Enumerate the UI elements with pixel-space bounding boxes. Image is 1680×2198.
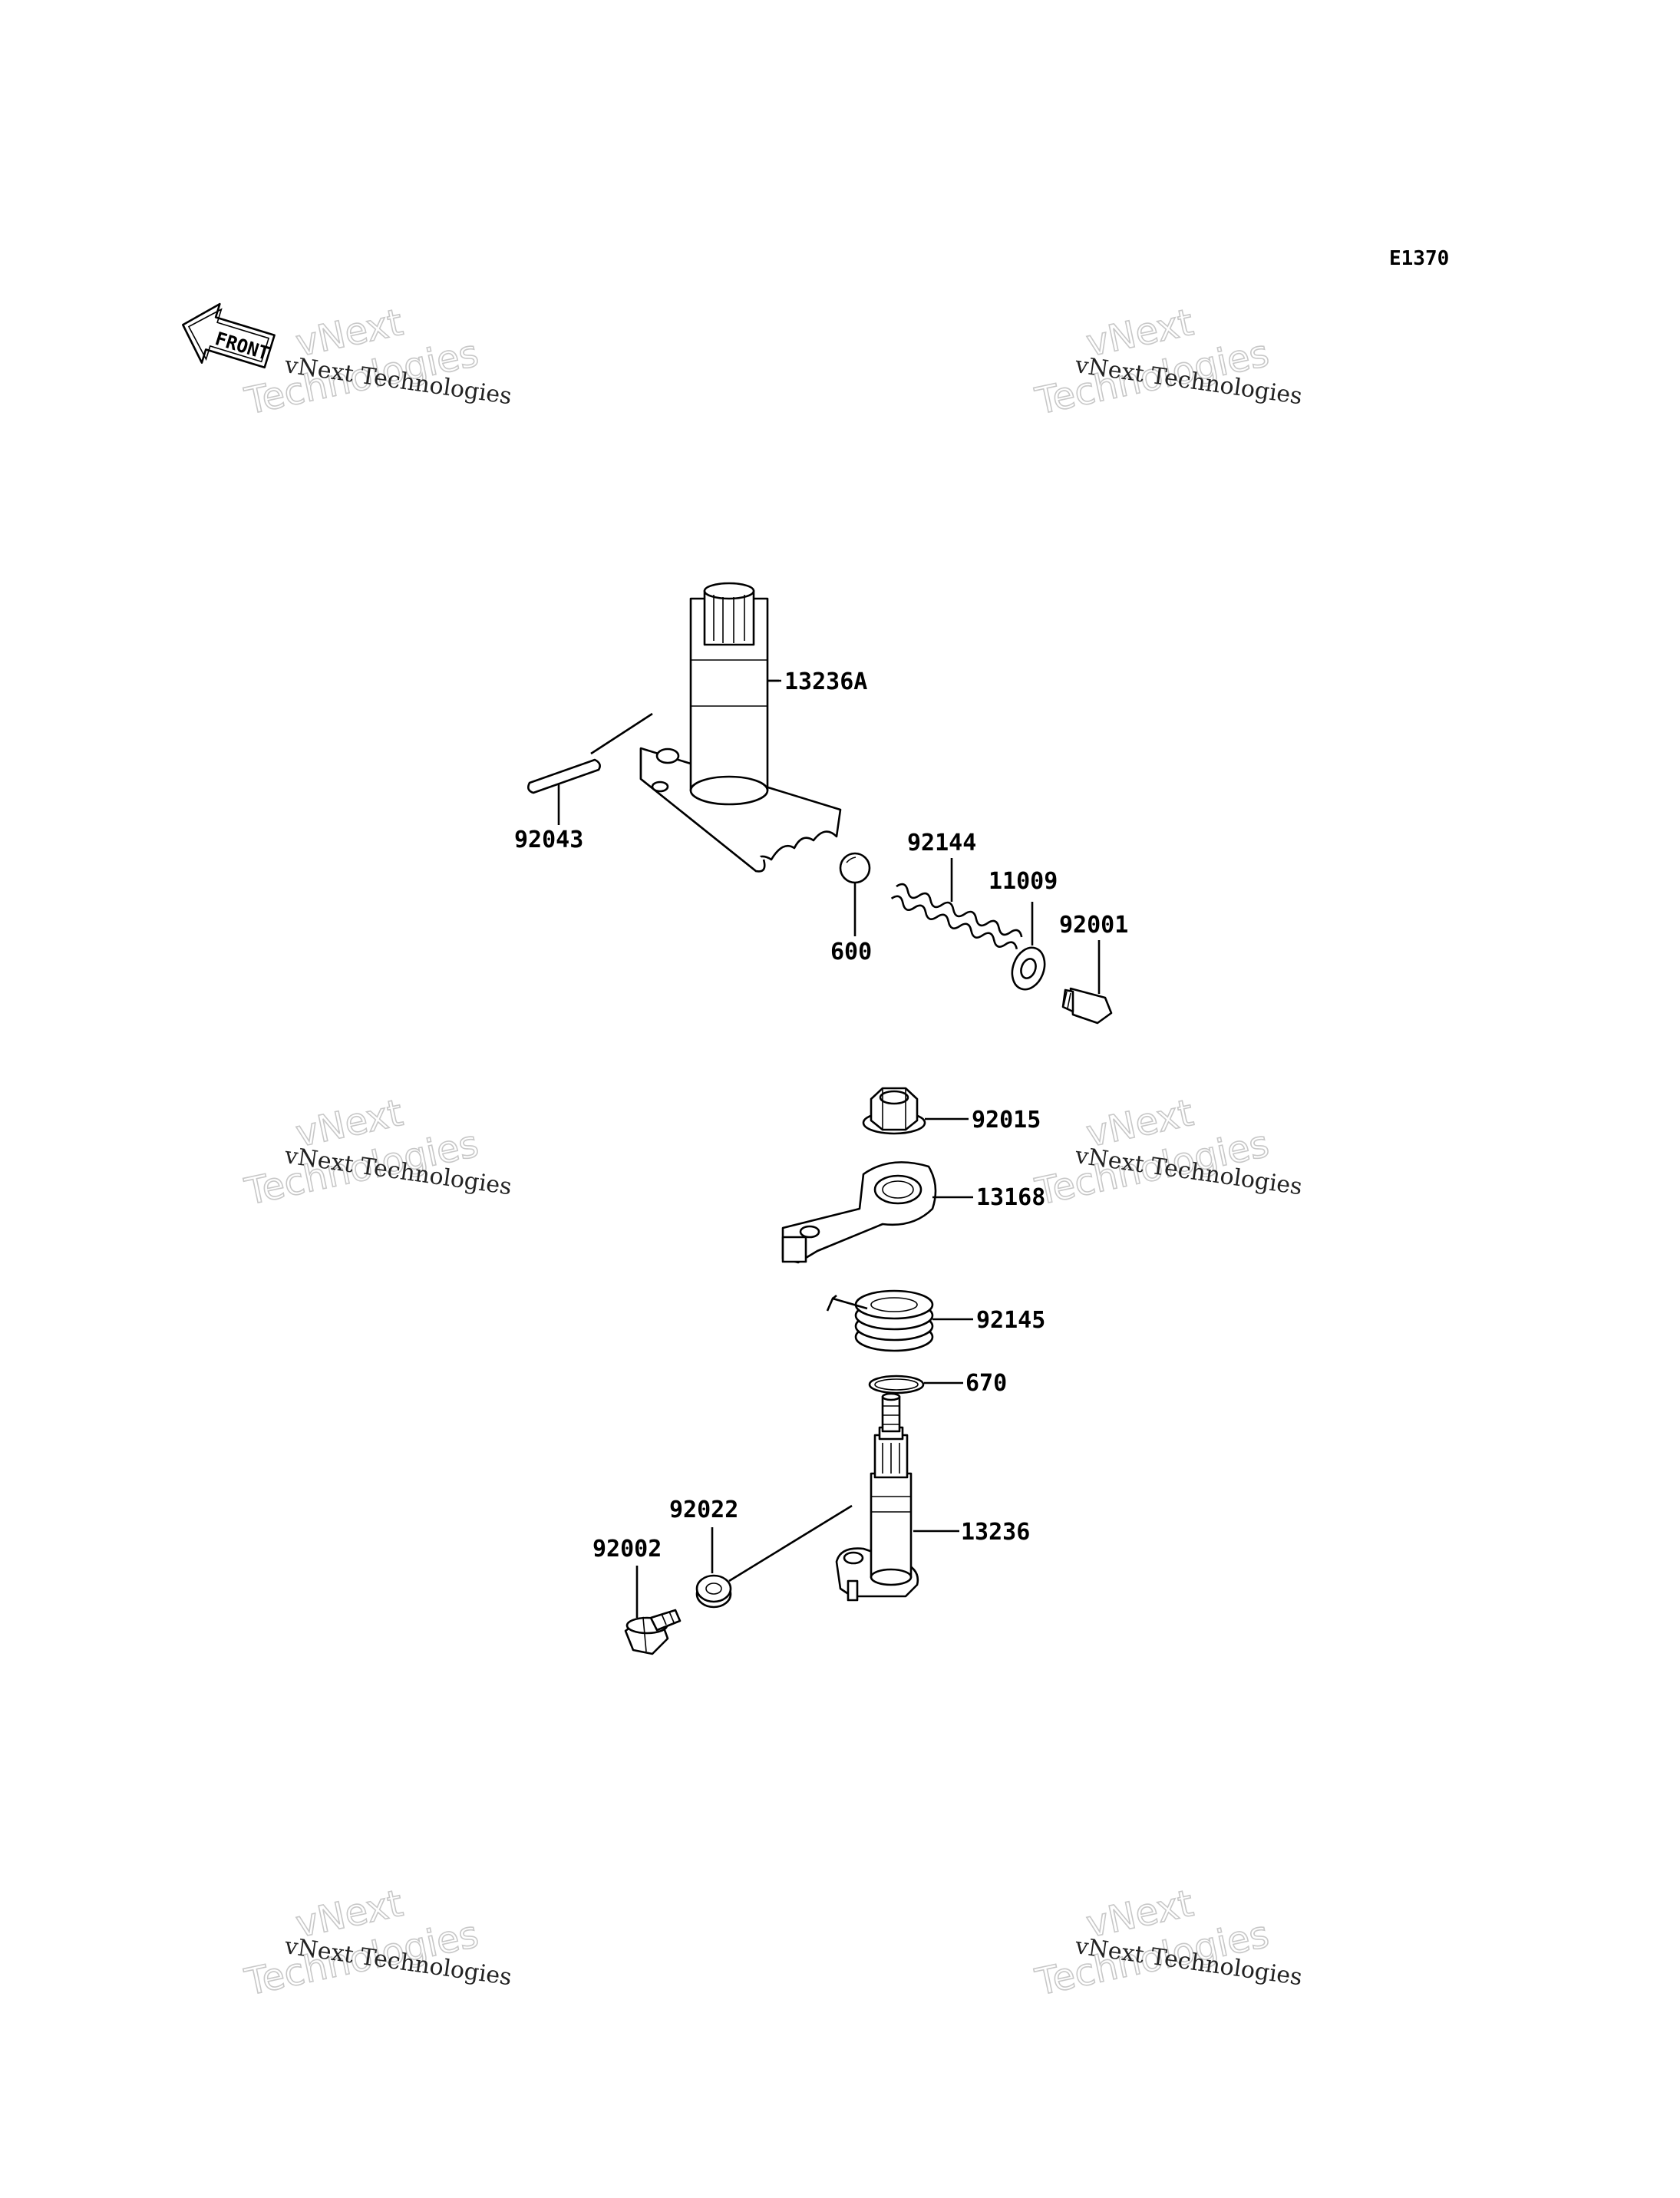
part-600-ball xyxy=(839,852,871,884)
part-label-13236A: 13236A xyxy=(784,668,867,695)
watermark: vNext Technologies xyxy=(1031,1091,1273,1214)
part-label-92022: 92022 xyxy=(669,1497,738,1523)
part-label-670: 670 xyxy=(965,1370,1007,1397)
front-arrow-icon: FRONT xyxy=(182,302,276,369)
part-label-13236: 13236 xyxy=(961,1519,1030,1546)
part-label-92043: 92043 xyxy=(514,827,583,853)
watermark: vNext Technologies xyxy=(240,1091,483,1214)
part-label-92144: 92144 xyxy=(907,830,976,856)
reference-code: E1370 xyxy=(1389,247,1449,270)
watermark: vNext Technologies xyxy=(1031,1881,1273,2005)
part-11009-washer xyxy=(1011,946,1046,991)
watermark: vNext Technologies xyxy=(240,1881,483,2005)
part-label-11009: 11009 xyxy=(989,868,1058,895)
part-92144-spring xyxy=(890,883,1023,950)
part-92001-plug-bolt xyxy=(1061,987,1113,1025)
part-13236-shift-shaft xyxy=(835,1392,919,1602)
part-13168-shift-arm xyxy=(781,1161,937,1264)
part-label-600: 600 xyxy=(830,939,872,965)
part-label-92002: 92002 xyxy=(592,1536,662,1563)
part-92002-bolt xyxy=(624,1609,682,1655)
watermark: vNext Technologies xyxy=(1031,300,1273,424)
part-92015-flange-nut xyxy=(862,1087,926,1135)
part-670-circlip xyxy=(868,1375,925,1394)
part-92043-pin xyxy=(527,712,653,794)
part-13236A-shaft-plate xyxy=(639,582,842,873)
part-92022-collar xyxy=(695,1504,853,1609)
part-label-92001: 92001 xyxy=(1059,912,1128,939)
part-label-92145: 92145 xyxy=(976,1307,1045,1334)
part-92145-torsion-spring xyxy=(826,1289,934,1352)
part-label-13168: 13168 xyxy=(976,1184,1045,1211)
part-label-92015: 92015 xyxy=(972,1107,1041,1134)
